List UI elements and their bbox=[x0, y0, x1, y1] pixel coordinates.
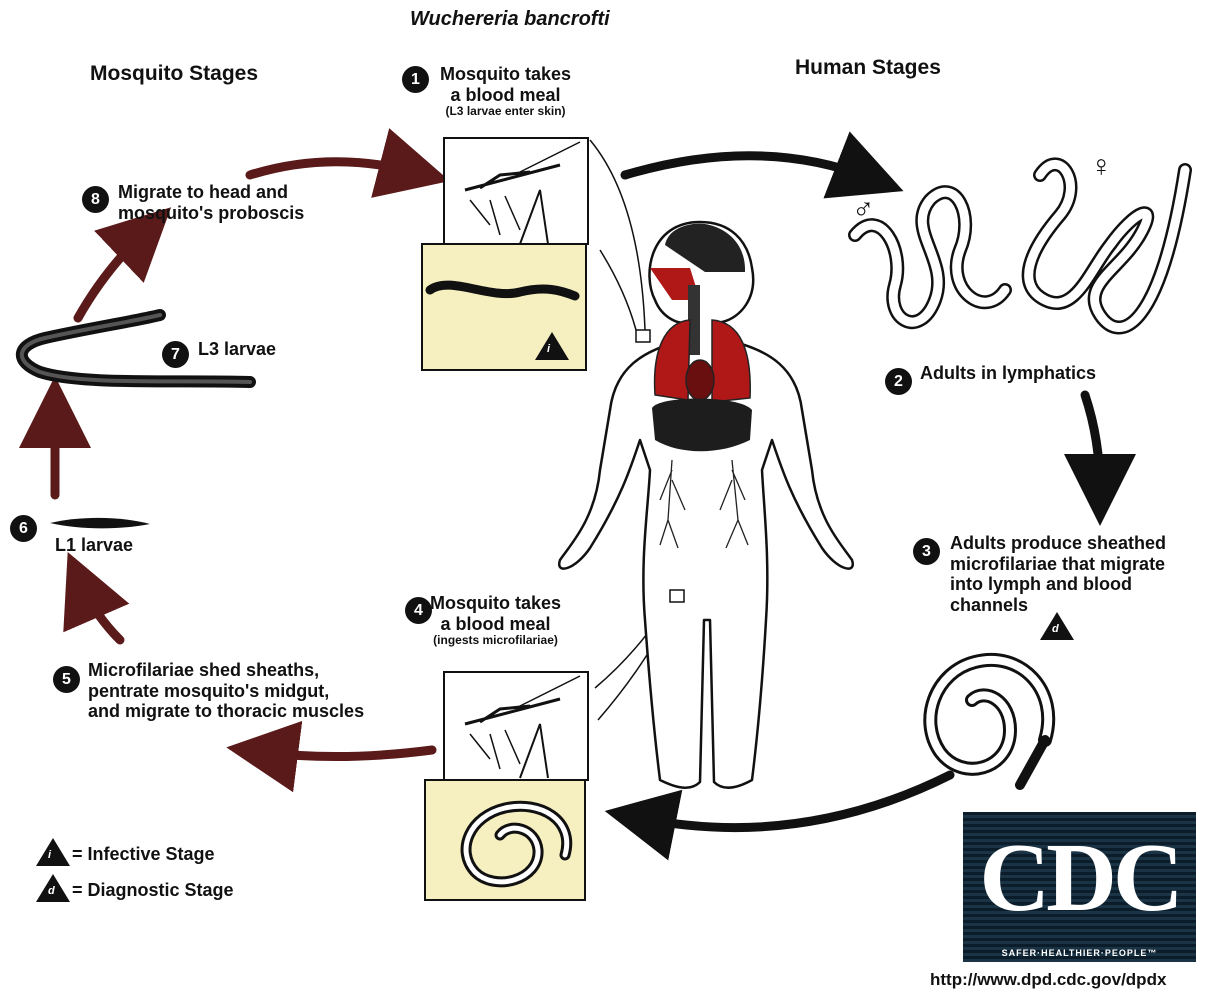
stage-2-label: Adults in lymphatics bbox=[920, 363, 1096, 384]
adult-worms bbox=[855, 164, 1185, 327]
stage-8-marker: 8 bbox=[82, 186, 109, 213]
stage-1-label: Mosquito takes a blood meal (L3 larvae e… bbox=[440, 64, 571, 119]
female-symbol: ♀ bbox=[1090, 150, 1113, 185]
arrow-4-to-5 bbox=[262, 750, 432, 757]
stage-8-label: Migrate to head and mosquito's proboscis bbox=[118, 182, 304, 223]
diagnostic-stage-marker-3: d bbox=[1040, 612, 1074, 640]
stage-4-label: Mosquito takes a blood meal (ingests mic… bbox=[430, 593, 561, 648]
infective-stage-marker-l3: i bbox=[535, 332, 569, 360]
stage-6-label: L1 larvae bbox=[55, 535, 133, 556]
human-body bbox=[559, 222, 853, 788]
arrow-1-to-2 bbox=[625, 156, 870, 178]
stage-5-marker: 5 bbox=[53, 666, 80, 693]
male-symbol: ♂ bbox=[852, 192, 875, 227]
legend-diagnostic-icon: d bbox=[36, 874, 70, 902]
arrow-5-to-6 bbox=[82, 585, 120, 640]
abdomen bbox=[652, 398, 752, 451]
arrow-8-to-1 bbox=[250, 162, 415, 175]
stage-3-marker: 3 bbox=[913, 538, 940, 565]
upper-arm-inset-marker bbox=[636, 330, 650, 342]
leg-inset-marker bbox=[670, 590, 684, 602]
cdc-logo-text: CDC bbox=[963, 822, 1196, 934]
legend-infective-label: = Infective Stage bbox=[72, 844, 215, 865]
cdc-logo-tagline: SAFER·HEALTHIER·PEOPLE™ bbox=[963, 948, 1196, 958]
diagram-title: Wuchereria bancrofti bbox=[410, 8, 610, 31]
stage-5-label: Microfilariae shed sheaths, pentrate mos… bbox=[88, 660, 364, 722]
microfilaria-large bbox=[930, 660, 1048, 785]
source-url-link[interactable]: http://www.dpd.cdc.gov/dpdx bbox=[930, 970, 1166, 990]
arrow-7-to-8 bbox=[78, 232, 145, 318]
mosquito-panel-bottom bbox=[444, 672, 588, 780]
stage-4-marker: 4 bbox=[405, 597, 432, 624]
stage-1-marker: 1 bbox=[402, 66, 429, 93]
mosquito-stages-heading: Mosquito Stages bbox=[90, 62, 258, 86]
stage-3-label: Adults produce sheathed microfilariae th… bbox=[950, 533, 1166, 616]
arrow-2-to-3 bbox=[1085, 395, 1100, 490]
stage-7-label: L3 larvae bbox=[198, 339, 276, 360]
mosquito-panel-top bbox=[444, 138, 588, 244]
legend-diagnostic-label: = Diagnostic Stage bbox=[72, 880, 234, 901]
cdc-logo: CDC SAFER·HEALTHIER·PEOPLE™ bbox=[963, 812, 1196, 962]
stage-6-marker: 6 bbox=[10, 515, 37, 542]
legend-infective-icon: i bbox=[36, 838, 70, 866]
l1-larva bbox=[50, 518, 150, 529]
stage-7-marker: 7 bbox=[162, 341, 189, 368]
human-stages-heading: Human Stages bbox=[795, 56, 941, 80]
stage-2-marker: 2 bbox=[885, 368, 912, 395]
